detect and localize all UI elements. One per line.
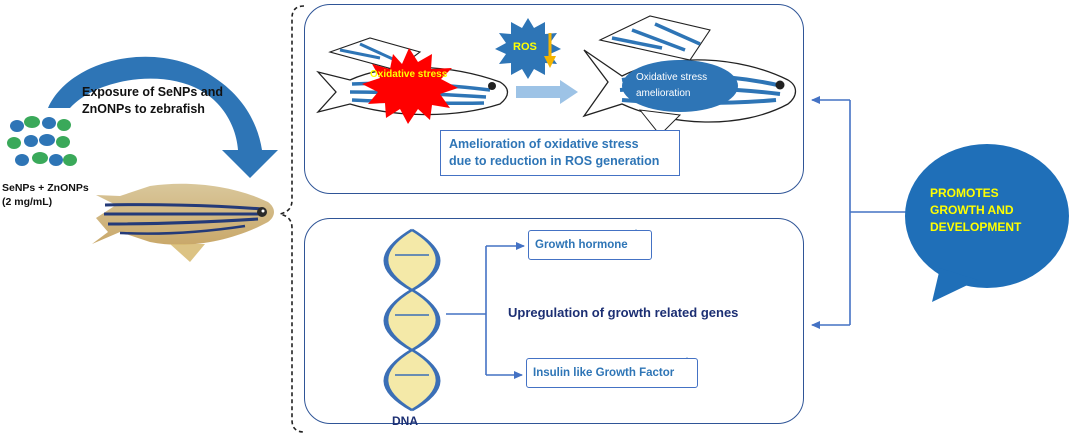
oxidative-stress-label: Oxidative stress: [370, 69, 448, 80]
transition-arrow: [516, 80, 578, 104]
top-caption-line1: Amelioration of oxidative stress: [449, 137, 639, 151]
outcome-line3: DEVELOPMENT: [930, 220, 1022, 234]
dashed-bracket: [279, 5, 305, 433]
nanoparticle-cluster: [7, 116, 77, 166]
feedback-connectors: [811, 96, 906, 329]
growth-hormone-box: Growth hormone: [528, 230, 652, 260]
top-caption-box: Amelioration of oxidative stress due to …: [440, 130, 680, 176]
outcome-line1: PROMOTES: [930, 186, 999, 200]
outcome-line2: GROWTH AND: [930, 203, 1014, 217]
top-caption-line2: due to reduction in ROS generation: [449, 154, 660, 168]
growth-hormone-label: Growth hormone: [535, 239, 628, 251]
outcome-speech-bubble: [905, 144, 1069, 302]
igf-box: Insulin like Growth Factor: [526, 358, 698, 388]
ros-label: ROS: [513, 41, 537, 53]
dna-label: DNA: [392, 414, 418, 428]
amelioration-ellipse: [622, 60, 738, 112]
amelioration-label: Oxidative stress amelioration: [636, 72, 708, 99]
dna-helix: [383, 228, 441, 412]
ros-down-arrow: [544, 33, 556, 68]
ros-burst: [495, 18, 561, 79]
oxidative-stress-panel: [304, 4, 804, 194]
zebrafish-image: [92, 183, 274, 262]
dna-connectors: [446, 242, 525, 379]
dose-label-line1: SeNPs + ZnONPs: [2, 182, 89, 194]
healthy-fish: [582, 15, 797, 136]
igf-label: Insulin like Growth Factor: [533, 367, 675, 379]
outcome-text: PROMOTES GROWTH AND DEVELOPMENT: [930, 185, 1050, 236]
gene-regulation-panel: [304, 218, 804, 424]
dose-label-line2: (2 mg/mL): [2, 196, 53, 208]
oxidative-stress-burst: [362, 48, 458, 124]
exposure-curved-arrow: [48, 56, 278, 178]
upregulation-label: Upregulation of growth related genes: [508, 305, 739, 320]
exposure-label: Exposure of SeNPs and ZnONPs to zebrafis…: [82, 85, 224, 116]
